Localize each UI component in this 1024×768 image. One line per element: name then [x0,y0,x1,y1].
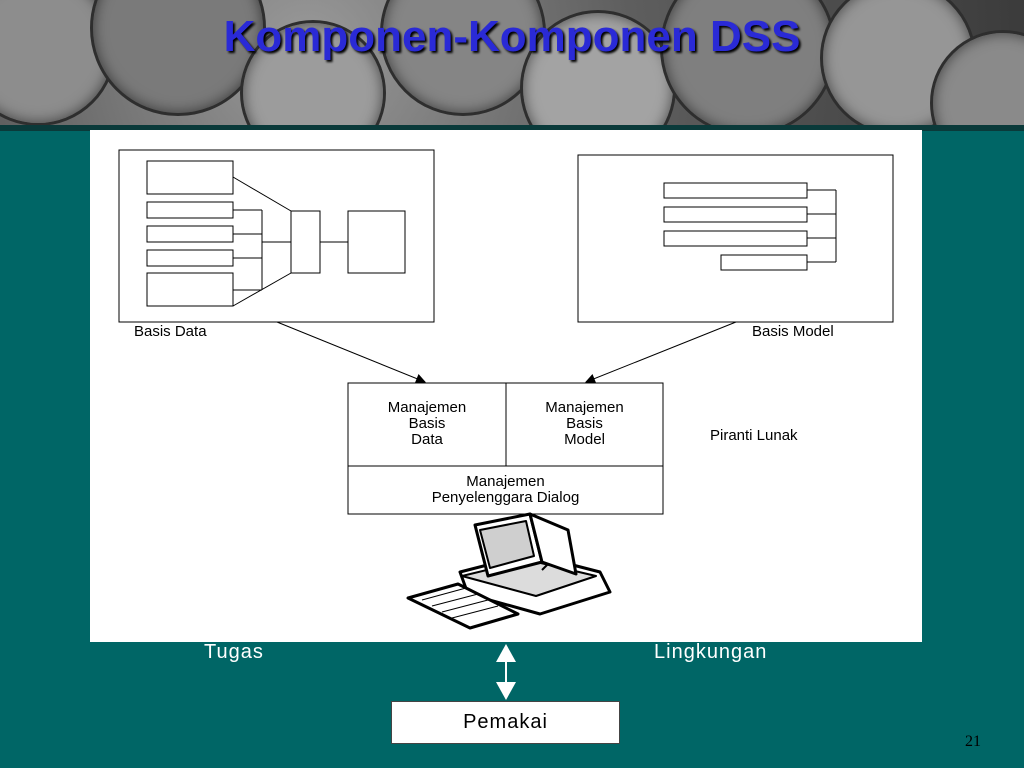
model-block [720,254,808,271]
table-block [146,249,234,267]
diagram-panel: Basis Data Basis Model Manajemen Basis D… [90,130,922,642]
slide-title: Komponen-Komponen DSS [223,12,801,61]
header-divider [0,125,1024,131]
piranti-lunak-label: Piranti Lunak [710,427,798,444]
page-number: 21 [965,733,981,750]
model-block [663,206,808,223]
table-block [290,210,321,274]
diagram-lines [118,149,894,630]
manajemen-basis-data-label: Manajemen Basis Data [387,399,467,448]
model-block [663,230,808,247]
basis-model-connectors [807,189,837,263]
table-block [146,272,234,307]
manajemen-dialog-label: Manajemen Penyelenggara Dialog [431,473,580,506]
coin-image [520,10,676,127]
table-block [146,225,234,243]
basis-model-label: Basis Model [752,323,834,340]
basis-data-box [118,149,435,323]
basis-data-label: Basis Data [134,323,207,340]
table-block [146,160,234,195]
pemakai-box: Pemakai [391,701,620,744]
basis-model-box [577,154,894,323]
model-block [663,182,808,199]
desktop-computer-icon [406,512,612,630]
manajemen-basis-model-label: Manajemen Basis Model [545,399,624,448]
basis-data-connectors [232,176,348,307]
tugas-label: Tugas [204,641,264,663]
lingkungan-label: Lingkungan [654,641,768,663]
table-block [347,210,406,274]
table-block [146,201,234,219]
arrow-basis-model [585,321,737,384]
header-banner: Komponen-Komponen DSS [0,0,1024,127]
arrow-basis-data [276,321,426,384]
